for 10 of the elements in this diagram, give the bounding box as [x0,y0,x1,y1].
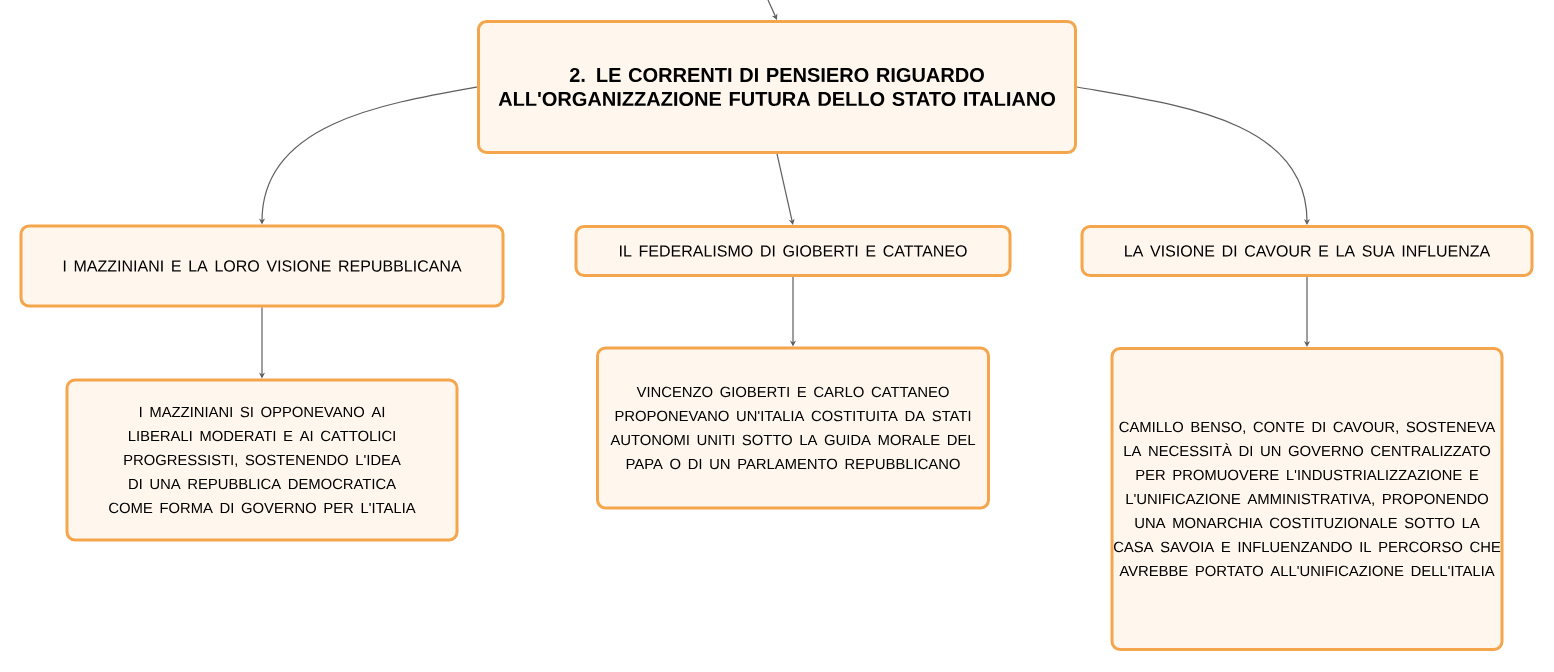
arrow [767,0,778,20]
arrow [1076,86,1311,225]
title-box: 2. LE CORRENTI DI PENSIERO RIGUARDO ALL'ORGANIZZAZIONE FUTURA DELLO STATO ITALIANO [477,20,1077,154]
topic-box: IL FEDERALISMO DI GIOBERTI E CATTANEO [574,225,1012,277]
arrow [776,153,795,225]
description-box: CAMILLO BENSO, CONTE DI CAVOUR, SOSTENEVA LA NECESSITÀ DI UN GOVERNO CENTRALIZZATO PER PROMUOVERE L'INDUSTRIALIZZAZIONE E L'UNIFICAZIONE AMMINISTRATIVA, PROPONENDO UNA MONARCHIA COSTITUZIONALE SOTTO LA CASA SAVOIA E INFLUENZANDO IL PERCORSO CHE AVREBBE PORTATO ALL'UNIFICAZIONE DELL'ITALIA [1110,347,1504,651]
topic-box: LA VISIONE DI CAVOUR E LA SUA INFLUENZA [1080,225,1534,277]
topic-box: I MAZZINIANI E LA LORO VISIONE REPUBBLICANA [19,224,505,308]
description-box: I MAZZINIANI SI OPPONEVANO AI LIBERALI MODERATI E AI CATTOLICI PROGRESSISTI, SOSTENENDO L'IDEA DI UNA REPUBBLICA DEMOCRATICA COME FORMA DI GOVERNO PER L'ITALIA [65,378,459,542]
description-box: VINCENZO GIOBERTI E CARLO CATTANEO PROPONEVANO UN'ITALIA COSTITUITA DA STATI AUTONOMI UNITI SOTTO LA GUIDA MORALE DEL PAPA O DI UN PARLAMENTO REPUBBLICANO [596,346,990,510]
